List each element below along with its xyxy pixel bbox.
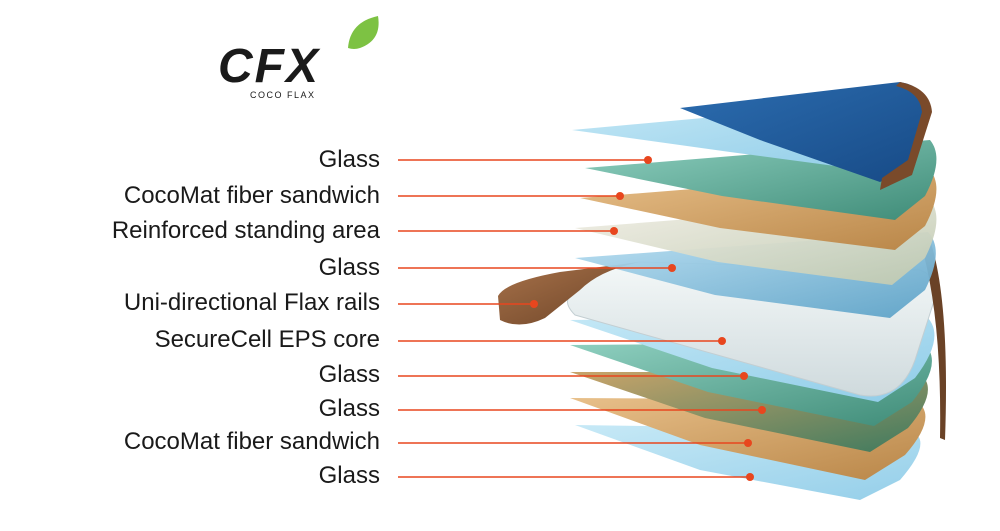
leader-lines <box>398 156 766 481</box>
layer-flax-rail-right <box>922 240 946 440</box>
board-deck <box>680 82 930 182</box>
board-deck-rail <box>880 82 932 190</box>
leader-dot-2 <box>616 192 624 200</box>
leader-dot-4 <box>668 264 676 272</box>
leader-dot-9 <box>744 439 752 447</box>
logo-mark: CFX <box>218 40 321 93</box>
layer-label-glass-3: Glass <box>318 361 380 388</box>
leader-dot-5 <box>530 300 538 308</box>
logo: CFX COCO FLAX <box>218 16 379 100</box>
leader-dot-8 <box>758 406 766 414</box>
leaf-icon <box>348 16 379 49</box>
leader-dot-1 <box>644 156 652 164</box>
layer-label-glass-2: Glass <box>318 254 380 281</box>
layer-flax-rail <box>498 262 640 325</box>
leader-dot-10 <box>746 473 754 481</box>
layer-label-cocomat-1: CocoMat fiber sandwich <box>123 182 380 209</box>
layer-label-glass-4: Glass <box>318 395 380 422</box>
layer-label-eps-core: SecureCell EPS core <box>154 326 380 353</box>
leader-dot-6 <box>718 337 726 345</box>
layer-label-cocomat-2: CocoMat fiber sandwich <box>123 428 380 455</box>
logo-subtitle: COCO FLAX <box>250 90 316 100</box>
leader-dot-3 <box>610 227 618 235</box>
layer-label-reinforced: Reinforced standing area <box>111 217 380 244</box>
layer-label-flax-rails: Uni-directional Flax rails <box>123 289 380 316</box>
layer-label-glass-1: Glass <box>318 146 380 173</box>
leader-dot-7 <box>740 372 748 380</box>
layer-label-glass-5: Glass <box>318 462 380 489</box>
